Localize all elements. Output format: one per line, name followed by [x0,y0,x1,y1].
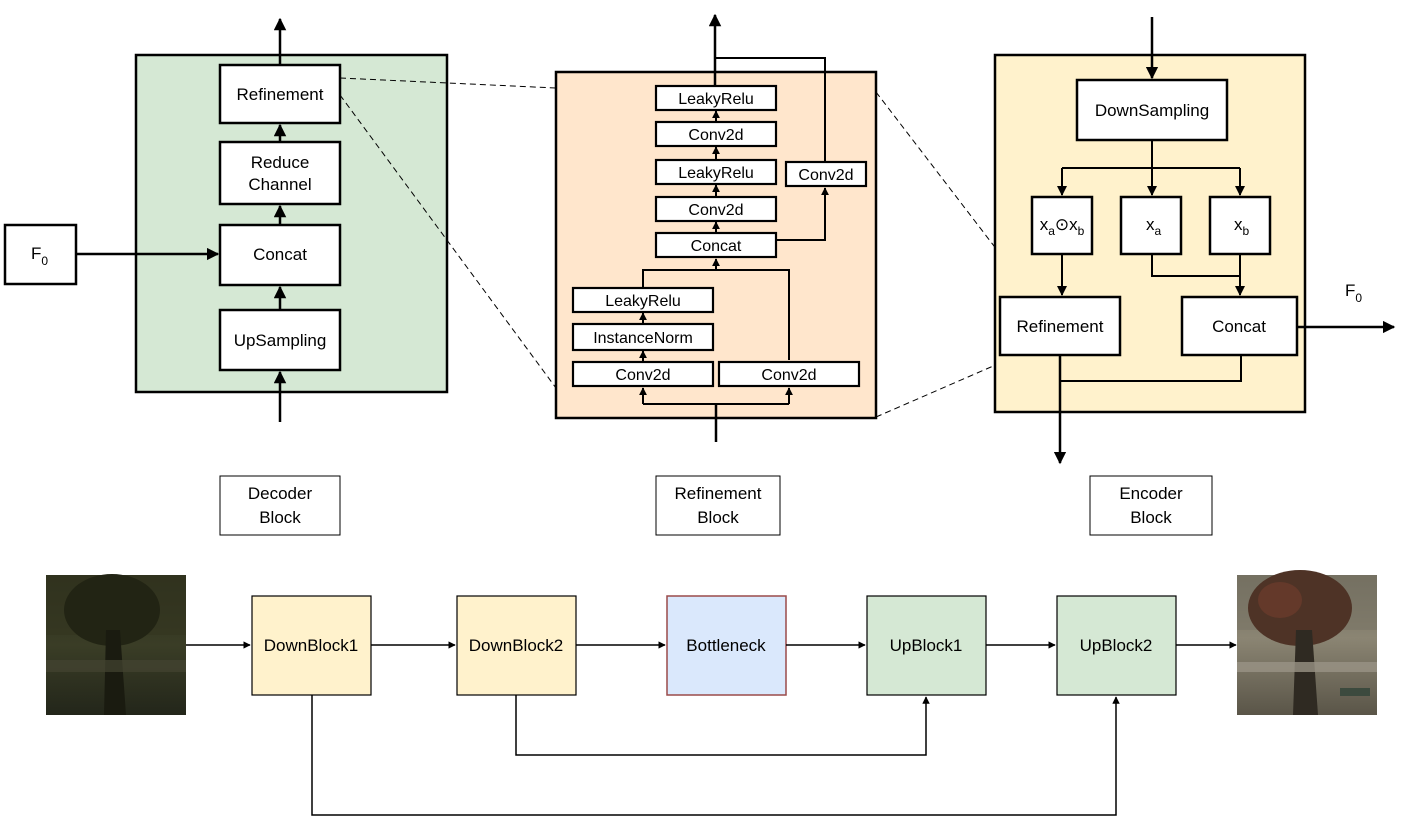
captions: Decoder Block Refinement Block Encoder B… [219,475,1213,536]
decoder-upsampling-label: UpSampling [234,331,327,350]
ref-leakyrelu-top-label: LeakyRelu [678,91,754,108]
refinement-block: LeakyRelu Conv2d LeakyRelu Conv2d Concat… [554,13,878,442]
ref-conv2d-side-label: Conv2d [798,167,853,184]
ref-conv2d-mid-label: Conv2d [688,202,743,219]
encoder-xa-label: xa [1146,215,1162,238]
decoder-concat-label: Concat [253,245,307,264]
encoder-xb-box [1208,195,1272,256]
encoder-refinement-label: Refinement [1017,317,1104,336]
encoder-xa-odot-xb-label: xa⊙xb [1040,215,1085,238]
downblock2-box [456,595,577,696]
encoder-xa-odot-xb-box [1030,195,1094,256]
ref-concat-label: Concat [691,238,742,255]
encoder-f0-label: F0 [1345,281,1362,305]
encoder-xa-box [1119,195,1183,256]
decoder-reduce-label-1: Reduce [251,153,310,172]
ref-conv2d-mid-box [654,195,778,223]
pipeline: DownBlock1 DownBlock2 Bottleneck UpBlock… [46,570,1377,816]
downblock2-label: DownBlock2 [469,636,564,655]
decoder-f0-box [3,223,78,286]
decoder-block: Refinement Reduce Channel Concat UpSampl… [3,17,449,422]
encoder-block: DownSampling xa⊙xb xa xb Refinement Conc… [993,17,1396,465]
ref-conv2d-left-label: Conv2d [615,367,670,384]
decoder-caption-box [219,475,341,536]
encoder-caption-1: Encoder [1119,484,1183,503]
ref-leakyrelu-low-label: LeakyRelu [605,293,681,310]
encoder-downsampling-label: DownSampling [1095,101,1209,120]
decoder-f0-label: F0 [31,244,48,268]
encoder-concat-label: Concat [1212,317,1266,336]
refinement-caption-1: Refinement [675,484,762,503]
ref-conv2d-right-label: Conv2d [761,367,816,384]
ref-instancenorm-box [571,322,715,352]
decoder-refinement-box [218,63,342,125]
encoder-refinement-box [998,295,1122,357]
decoder-concat-box [218,223,342,287]
ref-conv2d-side-box [784,160,868,188]
ref-leakyrelu-top-box [654,84,778,112]
bottleneck-label: Bottleneck [686,636,766,655]
decoder-reduce-label-2: Channel [248,175,311,194]
decoder-caption-1: Decoder [248,484,313,503]
output-image [1237,570,1377,715]
encoder-xb-label: xb [1234,215,1250,238]
upblock2-box [1056,595,1177,696]
ref-conv2d-left-box [571,360,715,388]
ref-leakyrelu-low-box [571,286,715,314]
refinement-caption-box [655,475,781,536]
ref-conv2d-top-label: Conv2d [688,127,743,144]
input-image [46,574,186,715]
ref-conv2d-right-box [717,360,861,388]
decoder-caption-2: Block [259,508,301,527]
decoder-reduce-box [218,140,342,206]
ref-conv2d-top-box [654,120,778,148]
downblock1-box [251,595,372,696]
refinement-caption-2: Block [697,508,739,527]
upblock2-label: UpBlock2 [1080,636,1153,655]
decoder-refinement-label: Refinement [237,85,324,104]
downblock1-label: DownBlock1 [264,636,359,655]
encoder-caption-box [1089,475,1213,536]
encoder-caption-2: Block [1130,508,1172,527]
ref-concat-box [654,231,778,259]
ref-instancenorm-label: InstanceNorm [593,330,693,347]
bottleneck-box [667,596,786,695]
ref-leakyrelu-mid-label: LeakyRelu [678,165,754,182]
encoder-downsampling-box [1075,78,1229,142]
decoder-upsampling-box [218,308,342,372]
upblock1-label: UpBlock1 [890,636,963,655]
ref-leakyrelu-mid-box [654,158,778,186]
